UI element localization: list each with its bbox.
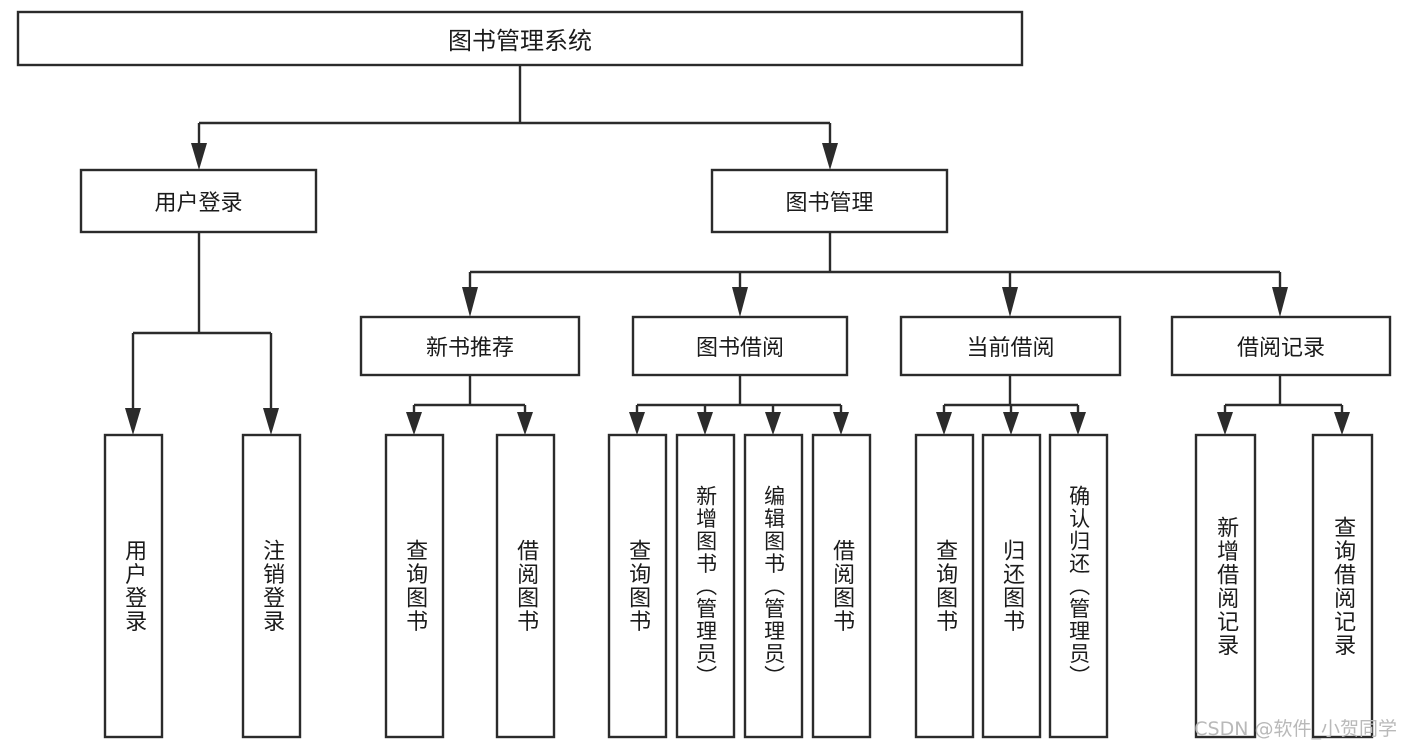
arrowhead-borrow-record: [1272, 287, 1288, 317]
node-box-leaf-query-book-2[interactable]: [607, 433, 668, 739]
arrowhead-leaf-confirm-return: [1070, 412, 1086, 435]
node-box-leaf-query-book-3[interactable]: [914, 433, 975, 739]
node-box-user-login[interactable]: [79, 168, 318, 234]
node-box-root[interactable]: [16, 10, 1024, 67]
arrowhead-book-borrow: [732, 287, 748, 317]
arrowhead-leaf-return-book: [1003, 412, 1019, 435]
arrowhead-current-borrow: [1002, 287, 1018, 317]
arrowhead-user-login: [191, 143, 207, 170]
node-box-leaf-query-record[interactable]: [1311, 433, 1374, 739]
node-box-leaf-borrow-book-2[interactable]: [811, 433, 872, 739]
node-box-leaf-logout[interactable]: [241, 433, 302, 739]
node-box-leaf-borrow-book-1[interactable]: [495, 433, 556, 739]
arrowhead-leaf-add-book: [697, 412, 713, 435]
connectors: [125, 65, 1350, 435]
node-box-book-borrow[interactable]: [631, 315, 849, 377]
arrowhead-leaf-borrow-book-1: [517, 412, 533, 435]
node-box-new-book-rec[interactable]: [359, 315, 581, 377]
node-box-borrow-record[interactable]: [1170, 315, 1392, 377]
arrowhead-leaf-edit-book: [765, 412, 781, 435]
arrowhead-leaf-query-record: [1334, 412, 1350, 435]
node-box-leaf-confirm-return[interactable]: [1048, 433, 1109, 739]
arrowhead-leaf-borrow-book-2: [833, 412, 849, 435]
arrowhead-leaf-query-book-1: [406, 412, 422, 435]
node-box-book-mgmt[interactable]: [710, 168, 949, 234]
arrowhead-leaf-query-book-2: [629, 412, 645, 435]
arrowhead-leaf-add-record: [1217, 412, 1233, 435]
node-box-leaf-return-book[interactable]: [981, 433, 1042, 739]
node-box-leaf-user-login[interactable]: [103, 433, 164, 739]
arrowhead-book-mgmt: [822, 143, 838, 170]
node-box-leaf-add-book[interactable]: [675, 433, 736, 739]
node-box-current-borrow[interactable]: [899, 315, 1122, 377]
node-box-leaf-add-record[interactable]: [1194, 433, 1257, 739]
arrowhead-leaf-user-login: [125, 408, 141, 435]
node-boxes: [16, 10, 1392, 739]
node-box-leaf-edit-book[interactable]: [743, 433, 804, 739]
arrowhead-leaf-logout: [263, 408, 279, 435]
arrowhead-leaf-query-book-3: [936, 412, 952, 435]
arrowhead-new-book-rec: [462, 287, 478, 317]
node-box-leaf-query-book-1[interactable]: [384, 433, 445, 739]
